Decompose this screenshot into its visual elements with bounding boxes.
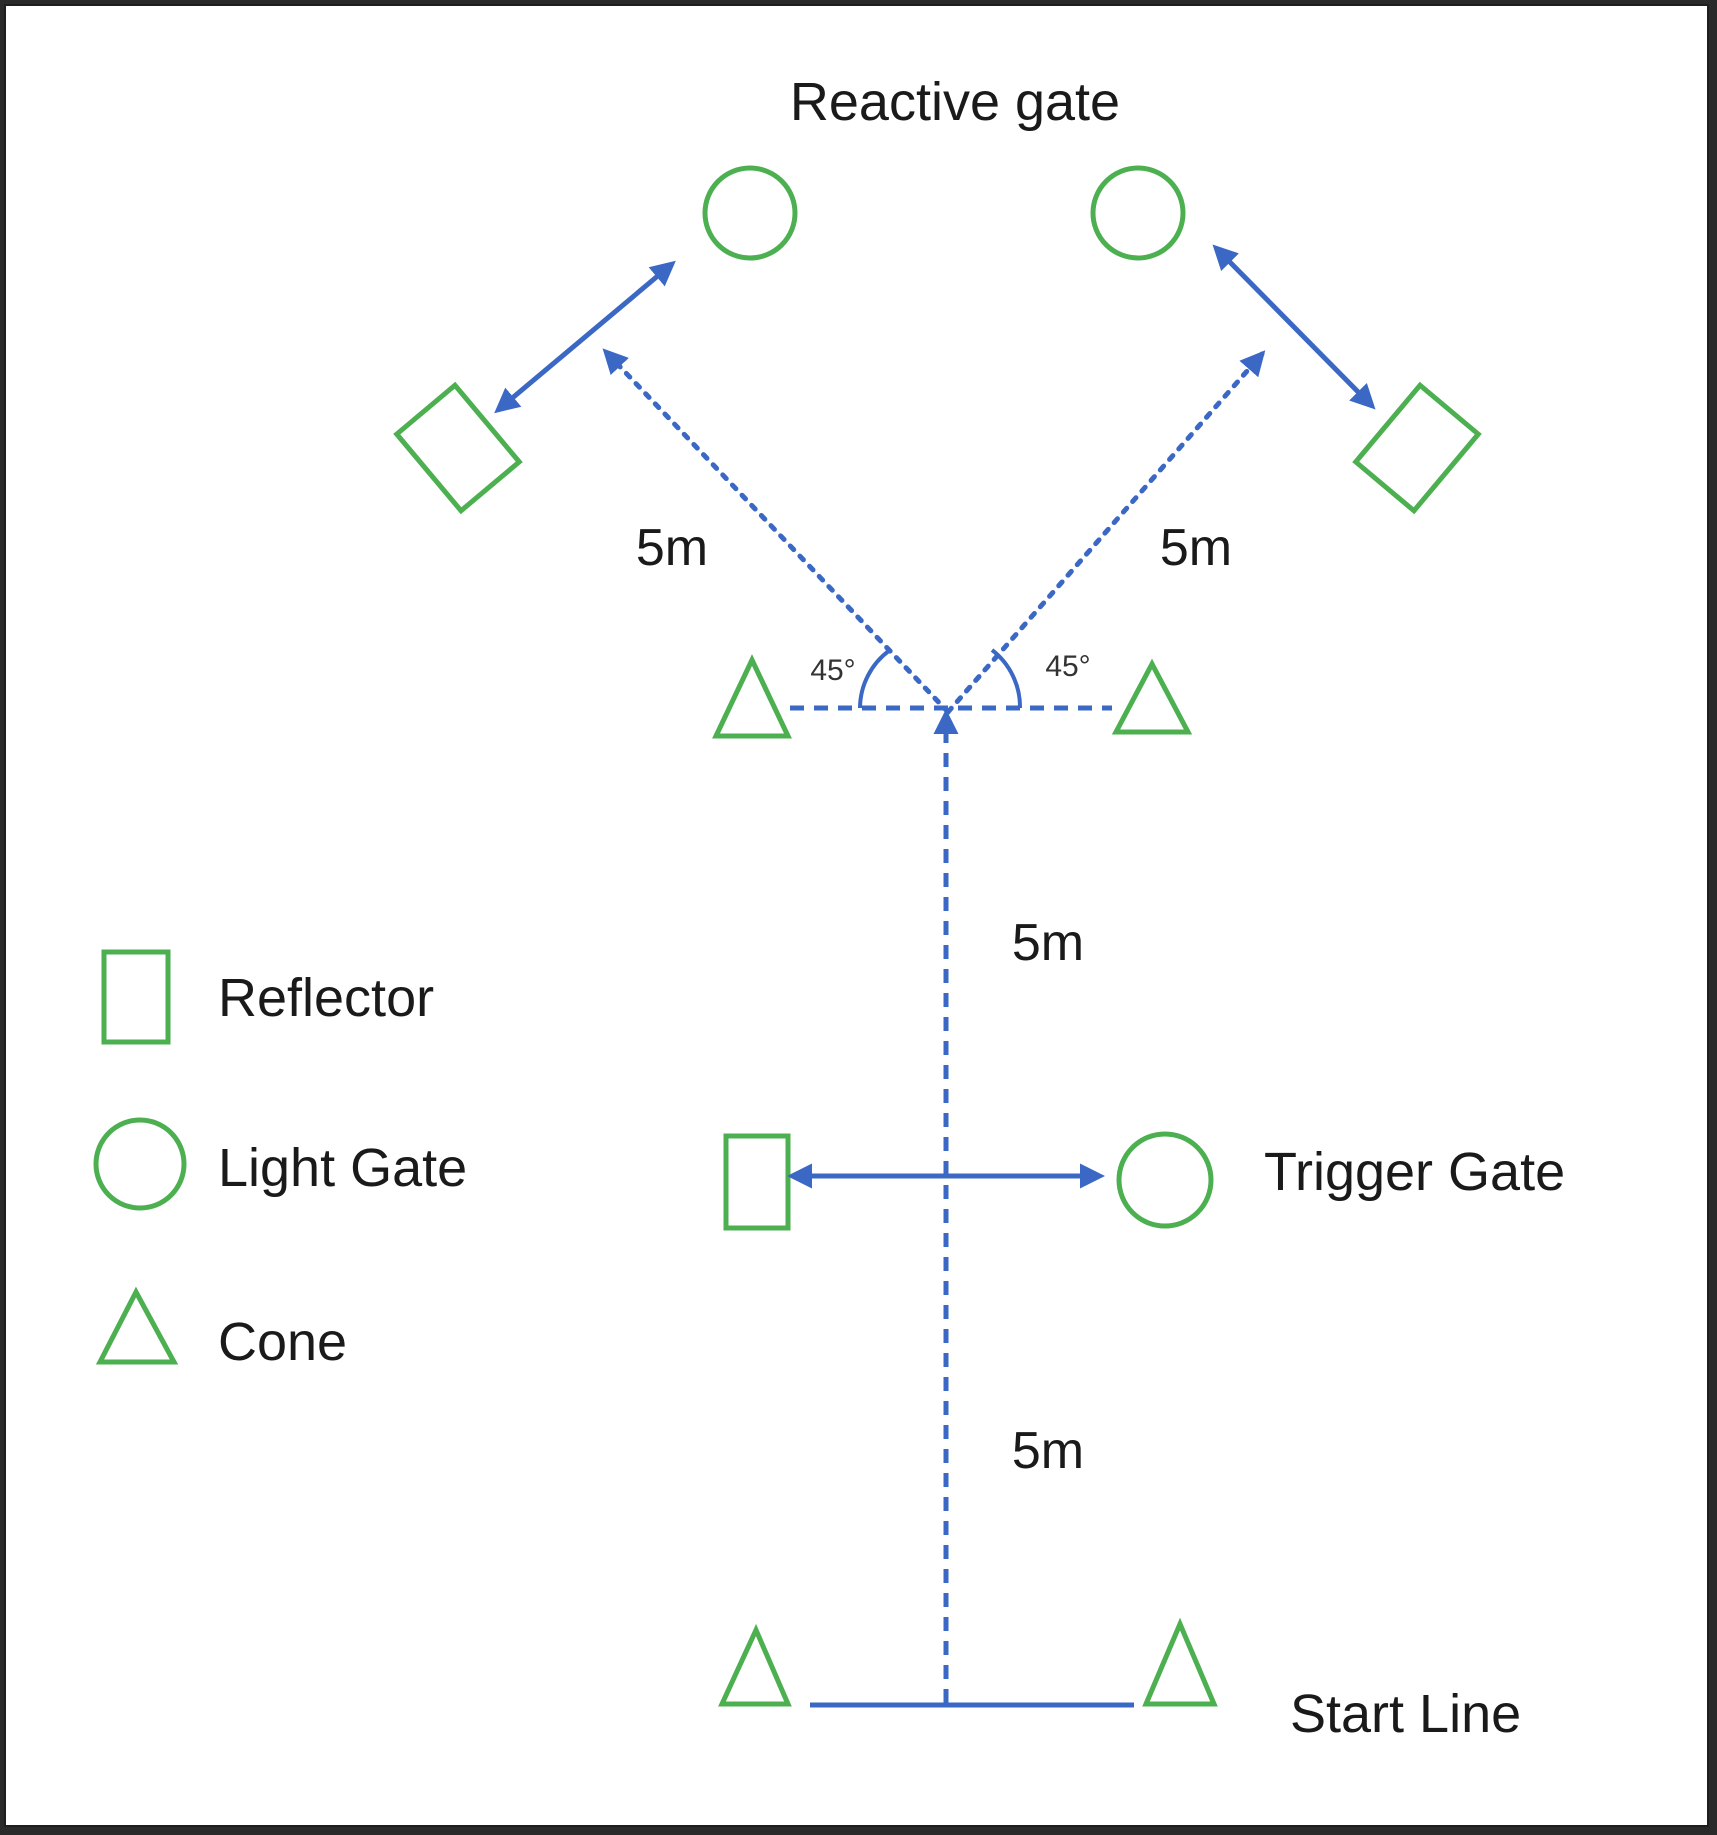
legend-label: Reflector (218, 968, 434, 1028)
legend-item-cone: Cone (95, 1286, 347, 1372)
start-line-label: Start Line (1290, 1684, 1521, 1744)
cone-start-left (718, 1623, 792, 1707)
cone-icon (95, 1286, 179, 1365)
light-gate-right (1090, 165, 1186, 261)
angle-label-left: 45° (810, 654, 855, 687)
legend-label: Light Gate (218, 1138, 467, 1198)
reflector-icon (101, 949, 171, 1045)
legend-label: Cone (218, 1312, 347, 1372)
diagram-frame (4, 4, 1709, 1827)
title-reactive-gate: Reactive gate (790, 72, 1120, 132)
cone-decision-left (712, 654, 792, 739)
reflector-left (393, 381, 523, 515)
legend: Reflector Light Gate Cone (93, 949, 467, 1372)
distance-label-upper: 5m (1012, 914, 1084, 972)
angle-arc-left (858, 648, 892, 709)
angle-arc-right (990, 648, 1023, 709)
distance-label-lower: 5m (1012, 1422, 1084, 1480)
light-gate-icon (93, 1117, 187, 1211)
cone-decision-right (1111, 658, 1193, 735)
reflector-right (1352, 381, 1482, 515)
legend-item-reflector: Reflector (101, 949, 434, 1045)
distance-label-left: 5m (636, 519, 708, 577)
path-diagonal-left (602, 348, 951, 715)
beam-arrow-left (494, 260, 676, 414)
reflector-icon (393, 381, 523, 515)
light-gate-left (702, 165, 798, 261)
trigger-gate-label: Trigger Gate (1264, 1142, 1565, 1202)
trigger-light-gate (1116, 1131, 1214, 1229)
legend-item-light-gate: Light Gate (93, 1117, 467, 1211)
angle-label-right: 45° (1045, 650, 1090, 683)
trigger-reflector (723, 1133, 791, 1231)
beam-arrow-right (1212, 244, 1376, 410)
cone-start-right (1142, 1617, 1218, 1707)
reflector-icon (1352, 381, 1482, 515)
distance-label-right: 5m (1160, 519, 1232, 577)
path-diagonal-right (945, 350, 1266, 715)
